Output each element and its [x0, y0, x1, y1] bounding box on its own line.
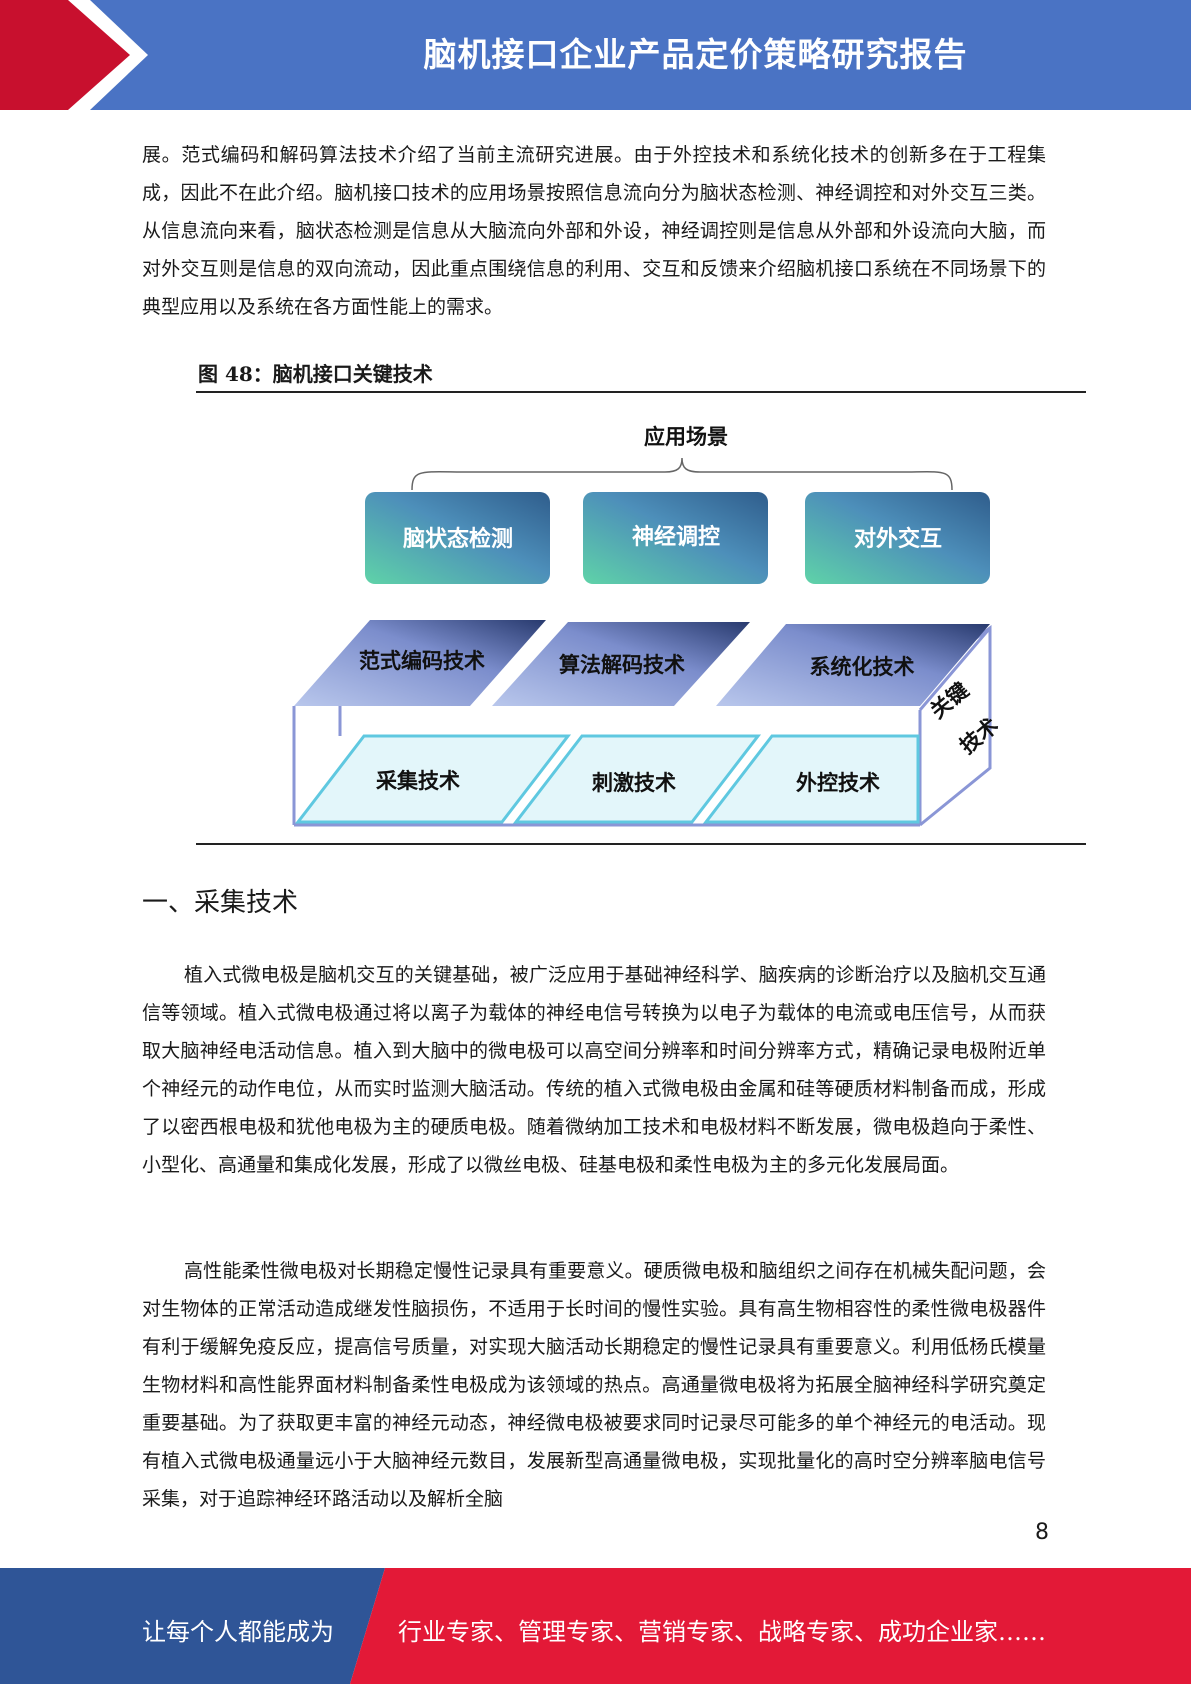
footer-slogan-right: 行业专家、管理专家、营销专家、战略专家、成功企业家……: [398, 1618, 1046, 1646]
bottom-tech-3: 外控技术: [702, 734, 920, 824]
brace-shape: [411, 457, 953, 491]
figure-bottom-rule: [196, 843, 1086, 845]
top-tech-text-2: 算法解码技术: [559, 653, 685, 677]
figure-top-rule: [196, 391, 1086, 393]
footer-band: [0, 1568, 1191, 1684]
key-tech-diagram: 应用场景 脑状态检测 神经调控 对外交互 范式编码技术 算法解码技术 系统化技术: [292, 425, 1003, 827]
scenario-box-2: 神经调控: [583, 492, 768, 584]
section-heading: 一、采集技术: [142, 888, 299, 918]
scenario-text-3: 对外交互: [854, 526, 942, 552]
scenario-box-1: 脑状态检测: [365, 492, 550, 584]
scenario-text-2: 神经调控: [632, 524, 720, 550]
bottom-tech-text-2: 刺激技术: [592, 771, 676, 795]
intro-paragraph: 展。范式编码和解码算法技术介绍了当前主流研究进展。由于外控技术和系统化技术的创新…: [142, 144, 1046, 318]
report-title: 脑机接口企业产品定价策略研究报告: [423, 35, 968, 74]
page-number: 8: [1035, 1520, 1049, 1545]
scenario-label: 应用场景: [644, 425, 728, 449]
header-band: 脑机接口企业产品定价策略研究报告: [0, 0, 1191, 110]
figure-caption: 图 48：脑机接口关键技术: [198, 362, 433, 386]
top-tech-1: 范式编码技术: [294, 620, 546, 706]
scenario-text-1: 脑状态检测: [403, 526, 513, 552]
header-chevron-icon: [0, 0, 148, 110]
bottom-tech-1: 采集技术: [294, 734, 572, 824]
bottom-tech-2: 刺激技术: [512, 734, 762, 824]
body-paragraph-2: 高性能柔性微电极对长期稳定慢性记录具有重要意义。硬质微电极和脑组织之间存在机械失…: [142, 1260, 1046, 1510]
top-tech-text-1: 范式编码技术: [359, 649, 485, 673]
scenario-box-3: 对外交互: [805, 492, 990, 584]
body-paragraph-1: 植入式微电极是脑机交互的关键基础，被广泛应用于基础神经科学、脑疾病的诊断治疗以及…: [142, 964, 1046, 1176]
bottom-tech-text-3: 外控技术: [796, 771, 880, 795]
side-label-line2: 技术: [955, 713, 1003, 758]
top-tech-text-3: 系统化技术: [810, 655, 915, 679]
top-tech-3: 系统化技术: [716, 624, 990, 706]
footer-slogan-left: 让每个人都能成为: [142, 1618, 334, 1646]
top-tech-2: 算法解码技术: [492, 622, 750, 706]
bottom-tech-text-1: 采集技术: [376, 769, 460, 793]
